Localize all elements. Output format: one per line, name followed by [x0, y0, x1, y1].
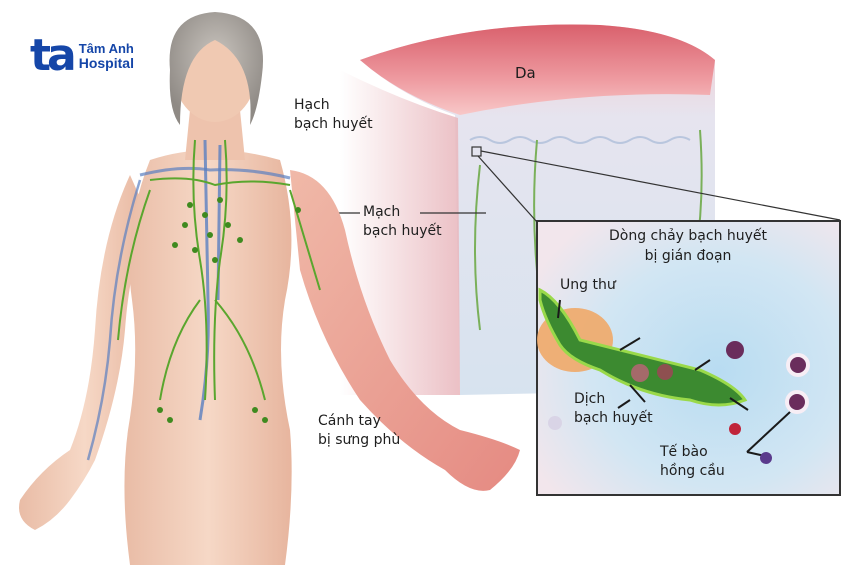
label-lymph-fluid-line-2: bạch huyết [574, 410, 653, 426]
human-figure [19, 12, 520, 565]
label-swollen-arm-line-2: bị sưng phù [318, 432, 401, 448]
hospital-logo: ta Tâm Anh Hospital [30, 30, 134, 81]
label-lymph-fluid: Dịch bạch huyết [574, 390, 653, 428]
label-lymph-vessel: Mạch bạch huyết [363, 203, 442, 241]
logo-text: Tâm Anh Hospital [79, 41, 134, 71]
inset-panel [536, 220, 841, 496]
label-lymph-node: Hạch bạch huyết [294, 96, 373, 134]
label-lymph-vessel-line-1: Mạch [363, 204, 401, 220]
label-lymph-node-line-1: Hạch [294, 97, 330, 113]
inset-title: Dòng chảy bạch huyết bị gián đoạn [538, 226, 838, 266]
label-red-blood-cells-line-1: Tế bào [660, 444, 708, 460]
label-cancer: Ung thư [560, 277, 616, 293]
label-swollen-arm: Cánh tay bị sưng phù [318, 412, 400, 450]
label-lymph-fluid-line-1: Dịch [574, 391, 606, 407]
logo-line-1: Tâm Anh [78, 41, 134, 56]
label-skin: Da [515, 64, 536, 82]
inset-title-line-1: Dòng chảy bạch huyết [608, 228, 768, 244]
label-lymph-node-line-2: bạch huyết [294, 116, 373, 132]
logo-line-2: Hospital [78, 55, 134, 71]
label-red-blood-cells: Tế bào hồng cầu [660, 443, 725, 481]
label-red-blood-cells-line-2: hồng cầu [660, 463, 725, 479]
logo-mark: ta [30, 30, 77, 81]
inset-title-line-2: bị gián đoạn [644, 248, 732, 264]
label-swollen-arm-line-1: Cánh tay [318, 413, 381, 429]
label-lymph-vessel-line-2: bạch huyết [363, 223, 442, 239]
